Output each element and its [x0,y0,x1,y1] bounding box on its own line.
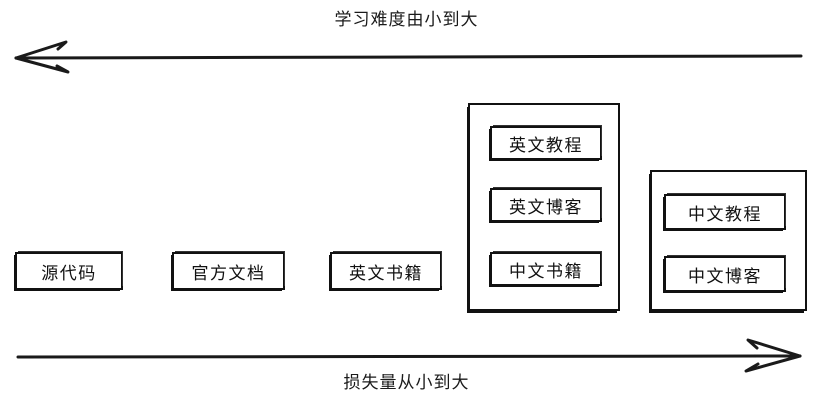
group-chinese: 中文教程 中文博客 [649,170,807,313]
node-label: 英文书籍 [349,263,423,284]
node-chinese-tutorial[interactable]: 中文教程 [663,193,786,231]
node-chinese-blog[interactable]: 中文博客 [663,255,786,293]
node-label: 英文教程 [509,135,583,156]
node-label: 英文博客 [509,197,583,218]
node-label: 源代码 [41,263,97,284]
bottom-axis-label: 损失量从小到大 [343,373,470,393]
node-label: 官方文档 [191,263,266,284]
node-source-code[interactable]: 源代码 [14,251,123,291]
node-english-books[interactable]: 英文书籍 [329,251,442,291]
top-axis-label: 学习难度由小到大 [334,10,479,30]
node-label: 中文书籍 [509,261,583,282]
arrow-left-icon [14,40,803,74]
node-english-tutorial[interactable]: 英文教程 [489,125,602,161]
node-english-blog[interactable]: 英文博客 [489,187,602,223]
group-english: 英文教程 英文博客 中文书籍 [467,103,620,313]
node-official-docs[interactable]: 官方文档 [171,251,285,291]
arrow-right-icon [16,338,802,373]
node-label: 中文博客 [688,266,762,287]
node-label: 中文教程 [688,204,762,225]
node-chinese-books[interactable]: 中文书籍 [489,251,602,287]
